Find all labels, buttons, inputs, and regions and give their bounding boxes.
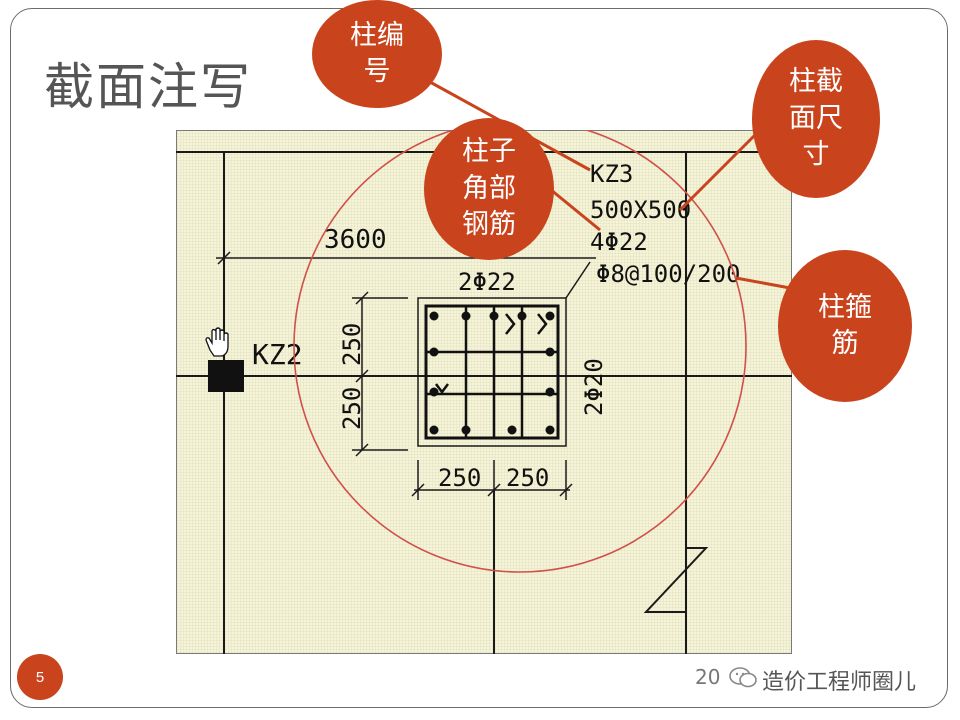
column-id-label: KZ3 [590, 160, 633, 188]
callout-corner-rebar-line-3: 钢筋 [462, 209, 516, 241]
dimension-bottom-right: 250 [506, 464, 549, 492]
dimension-left-upper: 250 [338, 323, 366, 366]
footer-text: 20 [695, 665, 721, 689]
section-size-label: 500X500 [590, 196, 691, 224]
dimension-bottom-left: 250 [438, 464, 481, 492]
callout-column-number: 柱编 号 [312, 0, 442, 108]
wechat-icon [729, 667, 757, 688]
adjacent-column-block [208, 360, 244, 392]
callout-section-size-line-1: 柱截 [789, 66, 843, 98]
slide-title: 截面注写 [44, 58, 252, 116]
callout-stirrup-line-1: 柱箍 [818, 291, 872, 323]
callout-stirrup: 柱箍 筋 [778, 250, 912, 402]
dimension-3600: 3600 [324, 225, 387, 255]
callout-column-number-line-2: 号 [363, 56, 391, 87]
callout-stirrup-line-2: 筋 [831, 328, 859, 359]
dimension-left-lower: 250 [338, 387, 366, 430]
callout-corner-rebar-line-1: 柱子 [462, 136, 516, 168]
page-number-badge: 5 [17, 654, 63, 700]
page-number: 5 [35, 668, 45, 686]
callout-section-size-line-2: 面尺 [789, 102, 843, 134]
side-bars-top-label: 2Φ22 [458, 268, 516, 296]
stirrup-label: Φ8@100/200 [596, 260, 741, 288]
corner-bars-label: 4Φ22 [590, 228, 648, 256]
side-bars-right-label: 2Φ20 [580, 358, 608, 416]
callout-section-size-line-3: 寸 [802, 139, 830, 171]
callout-column-number-line-1: 柱编 [350, 19, 404, 51]
highlight-circle [293, 130, 747, 573]
callout-corner-rebar: 柱子 角部 钢筋 [424, 118, 554, 260]
callout-corner-rebar-line-2: 角部 [462, 172, 516, 204]
column-section [417, 297, 567, 447]
break-line [643, 547, 709, 654]
callout-section-size: 柱截 面尺 寸 [752, 40, 880, 198]
watermark-text: 造价工程师圈儿 [762, 670, 917, 695]
hand-cursor-icon [205, 327, 229, 357]
